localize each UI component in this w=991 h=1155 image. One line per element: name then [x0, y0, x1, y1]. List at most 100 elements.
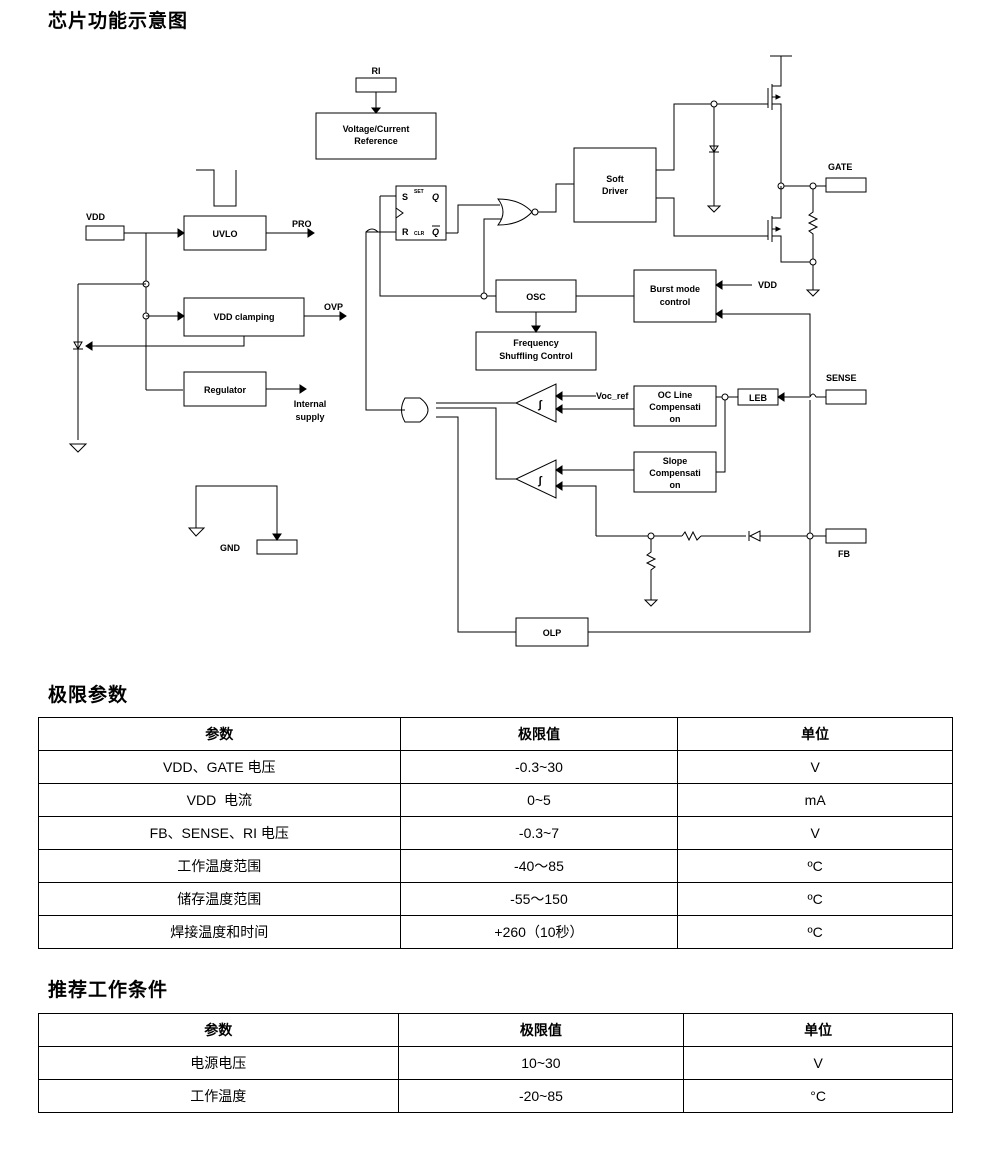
slope-compensation-block	[633, 451, 717, 493]
burst-vdd-label: VDD	[758, 280, 778, 290]
cell-limit: -0.3~30	[399, 750, 679, 784]
frequency-shuffling-block	[475, 331, 597, 371]
header-unit: 单位	[677, 717, 953, 751]
cell-limit: -0.3~7	[399, 816, 679, 850]
cell-limit: 0~5	[399, 783, 679, 817]
cell-unit: ºC	[677, 882, 953, 916]
header-limit: 极限值	[399, 717, 679, 751]
cell-unit: V	[677, 750, 953, 784]
ri-pin	[355, 77, 397, 93]
ff-qbar-label: Q	[432, 227, 439, 237]
oc-label-1: OC Line	[658, 390, 693, 400]
cell-param: 工作温度范围	[38, 849, 401, 883]
burst-label-1: Burst mode	[650, 284, 700, 294]
and-gate	[401, 397, 429, 423]
nor-gate	[496, 198, 533, 226]
fb-pin	[825, 528, 867, 544]
recommended-table: 参数 极限值 单位 电源电压 10~30 V 工作温度 -20~85 °C	[38, 1013, 953, 1113]
limits-heading: 极限参数	[48, 684, 129, 706]
cell-unit: °C	[683, 1079, 953, 1113]
freq-label-1: Frequency	[513, 338, 559, 348]
cell-param: VDD 电流	[38, 783, 401, 817]
ff-q-label: Q	[432, 192, 439, 202]
vdd-pin	[85, 225, 125, 241]
slope-label-1: Slope	[663, 456, 688, 466]
olp-label: OLP	[543, 628, 562, 638]
vdd-label: VDD	[86, 212, 106, 222]
regulator-label: Regulator	[204, 385, 247, 395]
ff-clr-label: CLR	[414, 231, 425, 237]
cell-param: VDD、GATE 电压	[38, 750, 401, 784]
cell-unit: V	[677, 816, 953, 850]
ff-s-label: S	[402, 192, 408, 202]
header-param: 参数	[38, 717, 401, 751]
table-row: FB、SENSE、RI 电压 -0.3~7 V	[38, 816, 953, 850]
table-row: 工作温度 -20~85 °C	[38, 1079, 953, 1113]
limits-table: 参数 极限值 单位 VDD、GATE 电压 -0.3~30 V VDD 电流 0…	[38, 717, 953, 949]
uvlo-label: UVLO	[212, 229, 237, 239]
recommended-heading: 推荐工作条件	[48, 979, 169, 1001]
slope-label-3: on	[670, 480, 681, 490]
table-row: 电源电压 10~30 V	[38, 1046, 953, 1080]
fb-label: FB	[838, 549, 850, 559]
sr-flipflop	[395, 185, 447, 241]
oc-label-3: on	[670, 414, 681, 424]
gate-label: GATE	[828, 162, 852, 172]
sense-pin	[825, 389, 867, 405]
diagram-heading: 芯片功能示意图	[48, 10, 189, 32]
voltage-ref-label-1: Voltage/Current	[343, 124, 410, 134]
gate-pin	[825, 177, 867, 193]
vdd-clamping-label: VDD clamping	[213, 312, 274, 322]
voltage-ref-label-2: Reference	[354, 136, 398, 146]
comparator-top	[514, 383, 557, 423]
gnd-pin	[256, 539, 298, 555]
table-row: 焊接温度和时间 +260（10秒） ºC	[38, 915, 953, 949]
table-header-row: 参数 极限值 单位	[38, 1013, 953, 1047]
cell-limit: -40～85	[399, 849, 679, 883]
table-row: VDD 电流 0~5 mA	[38, 783, 953, 817]
header-limit: 极限值	[397, 1013, 685, 1047]
ff-r-label: R	[402, 227, 409, 237]
voc-ref-label: Voc_ref	[596, 391, 629, 401]
table-row: 储存温度范围 -55～150 ºC	[38, 882, 953, 916]
soft-driver-label-1: Soft	[606, 174, 624, 184]
burst-mode-block	[633, 269, 717, 323]
table-header-row: 参数 极限值 单位	[38, 717, 953, 751]
cell-param: FB、SENSE、RI 电压	[38, 816, 401, 850]
ovp-label: OVP	[324, 302, 343, 312]
sense-label: SENSE	[826, 373, 857, 383]
cell-unit: V	[683, 1046, 953, 1080]
internal-label-1: Internal	[294, 399, 327, 409]
header-unit: 单位	[683, 1013, 953, 1047]
osc-label: OSC	[526, 292, 546, 302]
chip-function-diagram: RI Voltage/Current Reference VDD UVLO PR…	[68, 55, 867, 647]
cell-unit: ºC	[677, 915, 953, 949]
internal-label-2: supply	[295, 412, 324, 422]
table-row: 工作温度范围 -40～85 ºC	[38, 849, 953, 883]
cell-unit: mA	[677, 783, 953, 817]
voltage-reference-block	[315, 112, 437, 160]
leb-label: LEB	[749, 393, 768, 403]
cell-limit: 10~30	[397, 1046, 685, 1080]
cell-param: 储存温度范围	[38, 882, 401, 916]
comparator-top-symbol: ∫	[537, 399, 542, 411]
ri-label: RI	[372, 66, 381, 76]
cell-param: 电源电压	[38, 1046, 399, 1080]
cell-limit: -55～150	[399, 882, 679, 916]
burst-label-2: control	[660, 297, 691, 307]
cell-limit: +260（10秒）	[399, 915, 679, 949]
gnd-label: GND	[220, 543, 241, 553]
slope-label-2: Compensati	[649, 468, 701, 478]
pro-label: PRO	[292, 219, 312, 229]
table-row: VDD、GATE 电压 -0.3~30 V	[38, 750, 953, 784]
comparator-bottom-symbol: ∫	[537, 475, 542, 487]
soft-driver-label-2: Driver	[602, 186, 629, 196]
comparator-bottom	[514, 459, 557, 499]
cell-unit: ºC	[677, 849, 953, 883]
cell-limit: -20~85	[397, 1079, 685, 1113]
oc-label-2: Compensati	[649, 402, 701, 412]
cell-param: 焊接温度和时间	[38, 915, 401, 949]
oc-line-compensation-block	[633, 385, 717, 427]
freq-label-2: Shuffling Control	[499, 351, 572, 361]
header-param: 参数	[38, 1013, 399, 1047]
